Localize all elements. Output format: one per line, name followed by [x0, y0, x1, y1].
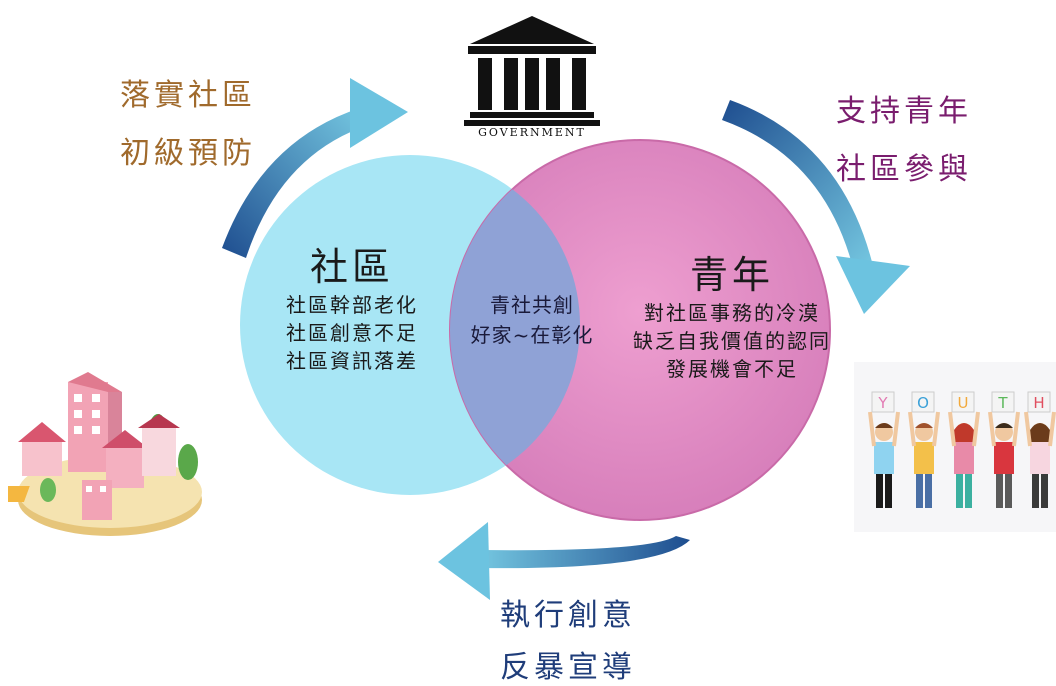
youth-line: 缺乏自我價值的認同 — [633, 329, 831, 353]
youth-sign-letter: H — [1033, 394, 1045, 412]
left-caption-line1: 落實社區 — [120, 78, 256, 113]
government-caption: GOVERNMENT — [478, 126, 586, 139]
community-line: 社區創意不足 — [286, 321, 418, 345]
community-line: 社區資訊落差 — [286, 349, 418, 373]
bottom-caption-line1: 執行創意 — [500, 598, 636, 633]
youth-sign-letter: Y — [878, 394, 888, 412]
youth-text-block: 青年 對社區事務的冷漠 缺乏自我價值的認同 發展機會不足 — [622, 244, 842, 383]
arrow-right-arc — [722, 100, 872, 264]
community-heading: 社區 — [309, 245, 394, 289]
right-caption-line2: 社區參與 — [836, 152, 972, 187]
youth-sign-letter: U — [957, 394, 969, 412]
youth-line: 對社區事務的冷漠 — [644, 301, 820, 325]
right-caption-line1: 支持青年 — [836, 94, 972, 129]
youth-line: 發展機會不足 — [666, 357, 798, 381]
overlap-line2: 好家~在彰化 — [470, 323, 594, 347]
youth-illustration: Y O U T H — [854, 362, 1056, 532]
youth-sign-letter: T — [998, 394, 1008, 412]
government-icon-group: GOVERNMENT — [462, 14, 602, 144]
arrow-left-arc — [222, 108, 360, 258]
arrow-bottom-arc — [480, 536, 690, 569]
arrow-left-head — [350, 78, 408, 148]
arrow-right-head — [836, 256, 910, 314]
overlap-region — [450, 155, 580, 495]
community-town-illustration — [8, 372, 202, 536]
left-caption-line2: 初級預防 — [120, 136, 256, 171]
bottom-caption-line2: 反暴宣導 — [500, 650, 636, 685]
youth-sign-letter: O — [917, 394, 929, 412]
government-building-icon — [464, 16, 600, 126]
youth-heading: 青年 — [689, 253, 774, 297]
overlap-line1: 青社共創 — [490, 293, 574, 317]
community-text-block: 社區 社區幹部老化 社區創意不足 社區資訊落差 — [262, 236, 442, 375]
community-line: 社區幹部老化 — [286, 293, 418, 317]
youth-group-figures — [868, 391, 1056, 508]
overlap-text-block: 青社共創 好家~在彰化 — [462, 290, 602, 350]
arrow-bottom-head — [438, 522, 490, 600]
